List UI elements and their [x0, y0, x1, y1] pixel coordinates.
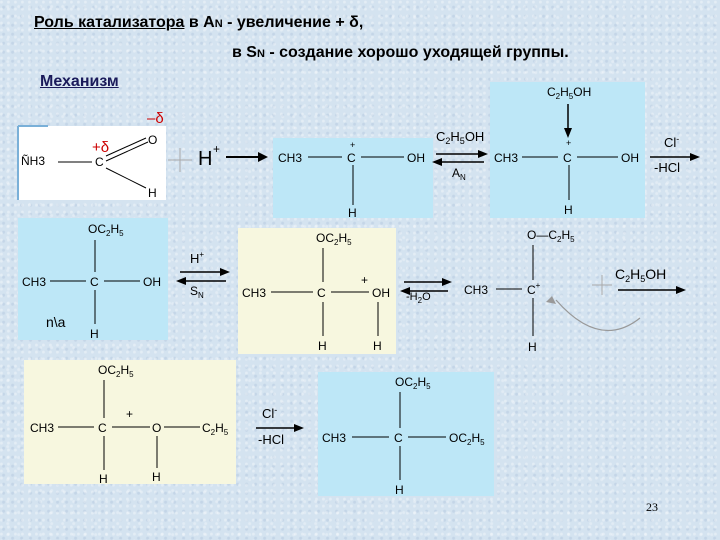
- sn-label: SN: [190, 284, 204, 300]
- panel-acetal: [318, 372, 494, 496]
- cl-minus-bottom: Cl-: [262, 405, 277, 421]
- ch3-5: CH3: [242, 286, 266, 300]
- oc2h5-6: OC2H5: [98, 363, 134, 379]
- oh-2: OH: [407, 151, 425, 165]
- o-c2h5: O—C2H5: [527, 228, 575, 244]
- c-atom-8: C: [394, 431, 403, 445]
- minus-h2o: -H2O: [406, 291, 431, 305]
- svg-text:+: +: [361, 273, 368, 287]
- c-atom-3: C: [563, 151, 572, 165]
- h-atom-1: H: [148, 186, 157, 200]
- svg-text:+: +: [566, 138, 571, 148]
- oh-3: OH: [621, 151, 639, 165]
- panel-protonated-hemiacetal: [238, 228, 396, 354]
- c-atom-5: C: [317, 286, 326, 300]
- oc2h5-4: OC2H5: [88, 222, 124, 238]
- ch3-8: CH3: [322, 431, 346, 445]
- ch3-7: CH3: [30, 421, 54, 435]
- an-label: AN: [452, 166, 466, 182]
- ch3-2: CH3: [278, 151, 302, 165]
- c2h5oh-right: C2H5OH: [615, 266, 666, 284]
- nh3-group: ÑH3: [21, 154, 45, 168]
- ch3-3: CH3: [494, 151, 518, 165]
- oc2h5-8: OC2H5: [395, 375, 431, 391]
- h-atom-4: H: [90, 327, 99, 341]
- o-atom-7: O: [152, 421, 161, 435]
- c-atom-2: C: [347, 151, 356, 165]
- oh-5: OH: [372, 286, 390, 300]
- o-atom-1: O: [148, 133, 157, 147]
- slide-number: 23: [646, 500, 658, 514]
- h-atom-5b: H: [373, 339, 382, 353]
- ch3-6: CH3: [464, 283, 488, 297]
- title-line-1: Роль катализатора в AN - увеличение + δ,: [34, 14, 364, 31]
- c-atom-4: C: [90, 275, 99, 289]
- panel-aldehyde: [18, 126, 166, 200]
- role-label: Роль катализатора: [34, 14, 185, 31]
- h-atom-5a: H: [318, 339, 327, 353]
- minus-hcl-top: -HCl: [654, 160, 680, 175]
- svg-text:+: +: [126, 407, 133, 421]
- h-atom-3: H: [564, 203, 573, 217]
- cl-minus-top: Cl-: [664, 134, 679, 150]
- h-atom-7a: H: [99, 472, 108, 486]
- panel-protonated-acetal: [24, 360, 236, 484]
- na-label: n\a: [46, 314, 66, 330]
- oh-4: OH: [143, 275, 161, 289]
- title-line-2: в SN - создание хорошо уходящей группы.: [232, 44, 569, 61]
- c2h5-7: C2H5: [202, 421, 229, 437]
- h-atom-8: H: [395, 483, 404, 497]
- h-atom-2: H: [348, 206, 357, 220]
- panel-hemiacetal: [18, 218, 168, 340]
- svg-text:+: +: [350, 140, 355, 150]
- c-atom-1: C: [95, 155, 104, 169]
- oc2h5-5: OC2H5: [316, 231, 352, 247]
- h-atom-6: H: [528, 340, 537, 354]
- c-atom-7: C: [98, 421, 107, 435]
- plus-delta-label: +δ: [92, 139, 109, 156]
- ch3-4: CH3: [22, 275, 46, 289]
- minus-delta-label: –δ: [147, 110, 164, 127]
- h-atom-7b: H: [152, 470, 161, 484]
- minus-hcl-bottom: -HCl: [258, 432, 284, 447]
- c2h5oh-reagent: C2H5OH: [436, 129, 484, 146]
- mechanism-heading: Механизм: [40, 73, 119, 90]
- oc2h5-8-right: OC2H5: [449, 431, 485, 447]
